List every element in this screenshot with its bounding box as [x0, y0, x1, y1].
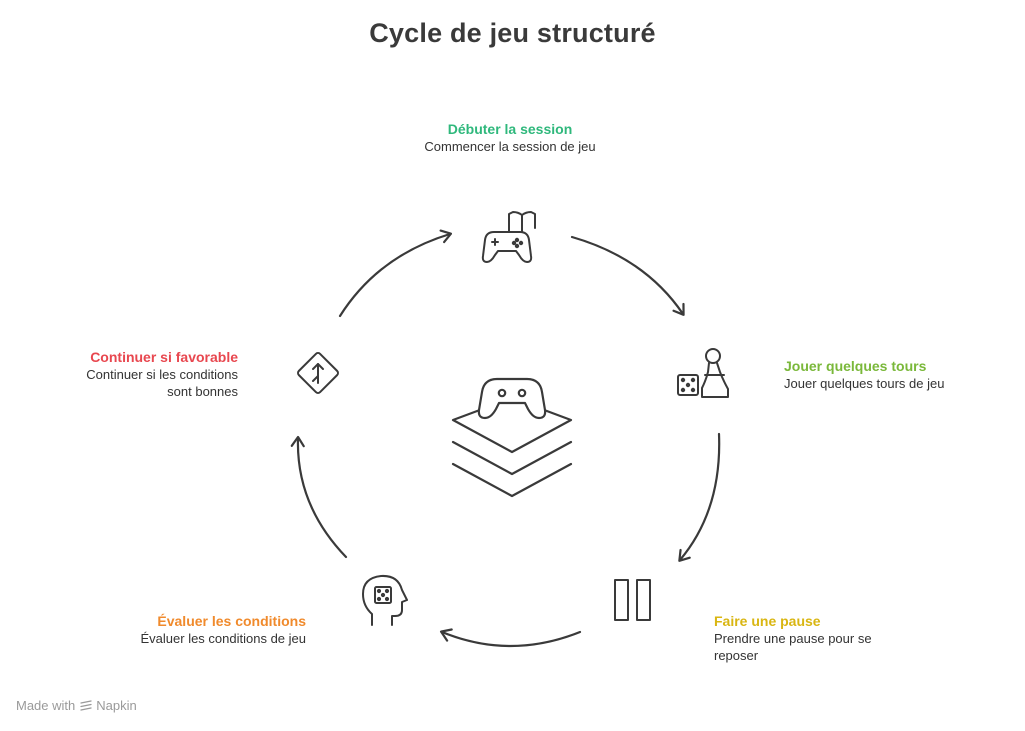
- step-debuter-la-session: Débuter la session Commencer la session …: [380, 120, 640, 155]
- step-description-line-2: reposer: [714, 648, 759, 663]
- cycle-arrow-4: [290, 435, 348, 559]
- napkin-brand-label: Napkin: [96, 698, 137, 713]
- made-with-label: Made with: [16, 698, 76, 713]
- step-title: Débuter la session: [447, 121, 573, 137]
- made-with-napkin[interactable]: Made with Napkin: [16, 698, 137, 713]
- step-title: Évaluer les conditions: [157, 613, 306, 629]
- step-description-line-1: Continuer si les conditions: [86, 367, 238, 382]
- step-title: Jouer quelques tours: [784, 358, 927, 374]
- merge-sign-icon: [297, 352, 339, 394]
- head-dice-icon: [362, 574, 408, 626]
- step-description-line-1: Prendre une pause pour se: [714, 631, 872, 646]
- diagram-title: Cycle de jeu structuré: [369, 18, 656, 48]
- step-description-line-2: sont bonnes: [167, 384, 238, 399]
- step-continuer-si-favorable: Continuer si favorable Continuer si les …: [20, 348, 238, 400]
- step-description: Commencer la session de jeu: [424, 139, 596, 154]
- stacked-gamepad-icon: [451, 377, 573, 498]
- step-jouer-quelques-tours: Jouer quelques tours Jouer quelques tour…: [784, 357, 1009, 392]
- cycle-arrow-3: [439, 628, 582, 648]
- napkin-logo-icon: [80, 699, 92, 711]
- cycle-arrow-1: [570, 235, 685, 316]
- step-title: Continuer si favorable: [90, 349, 238, 365]
- napkin-brand: Napkin: [79, 698, 137, 713]
- step-description: Jouer quelques tours de jeu: [784, 376, 945, 391]
- dice-pawn-icon: [677, 348, 729, 398]
- cycle-arrow-5: [338, 229, 453, 318]
- pause-icon: [614, 579, 651, 621]
- step-description: Évaluer les conditions de jeu: [140, 631, 307, 646]
- step-evaluer-les-conditions: Évaluer les conditions Évaluer les condi…: [60, 612, 307, 647]
- step-faire-une-pause: Faire une pause Prendre une pause pour s…: [714, 612, 914, 664]
- cycle-arrow-2: [678, 432, 721, 562]
- gamepad-book-icon: [481, 211, 536, 263]
- step-title: Faire une pause: [714, 613, 821, 629]
